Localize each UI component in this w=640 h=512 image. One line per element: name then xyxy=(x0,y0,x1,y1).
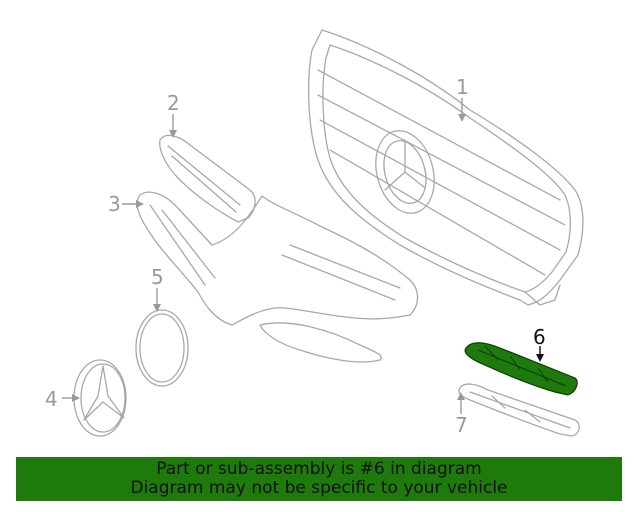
callout-1: 1 xyxy=(456,75,469,99)
callout-2: 2 xyxy=(167,91,180,115)
arrowhead-6 xyxy=(536,354,544,362)
arrowhead-7 xyxy=(457,392,465,400)
arrowhead-1 xyxy=(458,114,466,122)
lower-bracket-part-7[interactable] xyxy=(458,383,580,437)
upper-trim-part-2[interactable] xyxy=(159,134,256,223)
grille-frame-part-3[interactable] xyxy=(136,191,419,363)
callout-3: 3 xyxy=(108,192,121,216)
parts-diagram: 1 2 3 4 5 6 7 xyxy=(45,29,584,437)
lower-trim-part-6[interactable] xyxy=(464,342,578,396)
emblem-ring-part-5[interactable] xyxy=(135,309,189,387)
callout-7: 7 xyxy=(455,413,468,437)
arrowhead-5 xyxy=(153,304,161,312)
callout-5: 5 xyxy=(151,265,164,289)
banner-line-2: Diagram may not be specific to your vehi… xyxy=(130,478,508,498)
notice-banner: Part or sub-assembly is #6 in diagram Di… xyxy=(16,457,622,501)
arrowhead-4 xyxy=(72,394,80,402)
arrowhead-2 xyxy=(169,130,177,138)
banner-line-1: Part or sub-assembly is #6 in diagram xyxy=(156,459,482,479)
arrowhead-3 xyxy=(136,200,144,208)
grille-assembly-part-1[interactable] xyxy=(307,29,584,306)
callout-6: 6 xyxy=(533,325,546,349)
star-emblem-part-4[interactable] xyxy=(73,359,127,437)
callout-4: 4 xyxy=(45,387,58,411)
